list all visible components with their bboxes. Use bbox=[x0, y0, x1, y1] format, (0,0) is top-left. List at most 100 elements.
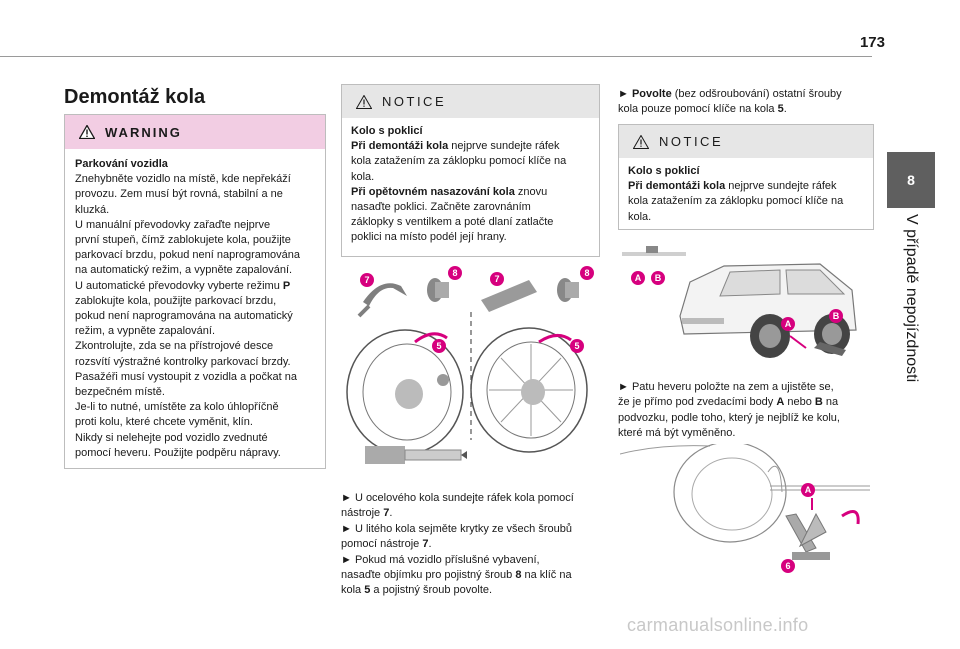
step-bold: Povolte bbox=[631, 88, 672, 100]
wheel-removal-steps: ► U ocelového kola sundejte ráfek kola p… bbox=[341, 491, 603, 599]
step-text: nasaďte objímku pro pojistný šroub bbox=[341, 569, 516, 582]
notice-heading: NOTICE bbox=[382, 94, 447, 109]
marker-b: B bbox=[655, 273, 662, 283]
marker-8: 8 bbox=[452, 268, 457, 278]
step-ref: B bbox=[814, 396, 823, 409]
step-text: (bez odšroubování) ostatní šrouby bbox=[671, 88, 842, 100]
notice-text: nasaďte poklici. Začněte zarovnáním bbox=[351, 201, 531, 214]
notice-box-hubcap: NOTICE Kolo s poklicí Při demontáži kola… bbox=[341, 84, 600, 257]
jack-placement-step: ► Patu heveru položte na zem a ujistěte … bbox=[618, 380, 874, 442]
warning-line: na automatický režim, a vypněte zapalová… bbox=[75, 264, 293, 277]
notice-text: kola. bbox=[351, 170, 375, 183]
notice-text: nejprve sundejte ráfek bbox=[725, 180, 837, 193]
warning-lead: Parkování vozidla bbox=[75, 158, 168, 170]
notice-body: Kolo s poklicí Při demontáži kola nejprv… bbox=[619, 158, 873, 225]
step-text: . bbox=[428, 538, 432, 551]
warning-line: provozu. Zem musí být rovná, stabilní a … bbox=[75, 188, 283, 201]
vehicle-jack-points-illustration: A B A B bbox=[622, 246, 857, 358]
warning-line: bezpečném místě. bbox=[75, 386, 165, 399]
warning-line: U manuální převodovky zařaďte nejprve bbox=[75, 218, 271, 231]
warning-header: WARNING bbox=[65, 115, 325, 149]
step-text: ► U ocelového kola sundejte ráfek kola p… bbox=[341, 492, 574, 504]
warning-line-auto: U automatické převodovky vyberte režimu … bbox=[75, 279, 291, 292]
step-ref: 7 bbox=[383, 507, 390, 520]
step-text: že je přímo pod zvedacími body bbox=[618, 396, 777, 409]
marker-a: A bbox=[635, 273, 642, 283]
notice-text: nejprve sundejte ráfek bbox=[448, 140, 560, 153]
step-ref: 7 bbox=[422, 538, 429, 551]
warning-line: parkovací brzdu, pokud není naprogramová… bbox=[75, 249, 301, 262]
warning-line: kluzká. bbox=[75, 203, 110, 216]
notice-triangle-icon bbox=[356, 94, 372, 109]
warning-line: proti kolu, které chcete vyměnit, klín. bbox=[75, 416, 253, 429]
warning-line: zablokujte kola, použijte parkovací brzd… bbox=[75, 294, 277, 307]
step-text: ► U litého kola sejměte krytky ze všech … bbox=[341, 522, 572, 535]
step-ref: 5 bbox=[364, 584, 371, 597]
step-text: ► Pokud má vozidlo příslušné vybavení, bbox=[341, 553, 540, 566]
step-text: které má být vyměněno. bbox=[618, 427, 736, 440]
notice-header: NOTICE bbox=[619, 125, 873, 158]
chapter-title-text: V případě nepojízdnosti bbox=[903, 214, 920, 383]
marker-a: A bbox=[785, 319, 792, 329]
warning-triangle-icon bbox=[79, 125, 95, 139]
warning-line: Je-li to nutné, umístěte za kolo úhlopří… bbox=[75, 401, 279, 414]
step-text: kola bbox=[341, 584, 365, 597]
chapter-tab[interactable]: 8 bbox=[887, 152, 935, 208]
warning-line: pomocí heveru. Použijte podpěru nápravy. bbox=[75, 446, 281, 459]
step-text: podvozku, podle toho, který je nejblíž k… bbox=[618, 411, 840, 424]
marker-a: A bbox=[805, 485, 812, 495]
marker-7: 7 bbox=[364, 275, 369, 285]
notice-subtitle: Kolo s poklicí bbox=[628, 165, 700, 177]
step-text: a pojistný šroub povolte. bbox=[370, 584, 493, 597]
marker-5: 5 bbox=[574, 341, 579, 351]
notice-text: poklici na místo podél její hrany. bbox=[351, 231, 507, 244]
page-number: 173 bbox=[859, 34, 885, 51]
step-text: nebo bbox=[784, 396, 815, 409]
step-text: pomocí nástroje bbox=[341, 538, 423, 551]
notice-header: NOTICE bbox=[342, 85, 599, 118]
header-rule bbox=[0, 56, 872, 57]
warning-body: Parkování vozidla Znehybněte vozidlo na … bbox=[65, 149, 325, 461]
marker-b: B bbox=[833, 311, 840, 321]
notice-bold: Při demontáži kola bbox=[351, 140, 449, 153]
step-text: na bbox=[822, 396, 839, 409]
notice-body: Kolo s poklicí Při demontáži kola nejprv… bbox=[342, 118, 599, 246]
step-text: nástroje bbox=[341, 507, 384, 520]
section-title: Demontáž kola bbox=[64, 86, 206, 108]
warning-line: Znehybněte vozidlo na místě, kde nepřeká… bbox=[75, 173, 291, 186]
notice-text: záklopky s ventilkem a poté dlaní zatlač… bbox=[351, 216, 554, 229]
warning-heading: WARNING bbox=[105, 124, 182, 140]
marker-6: 6 bbox=[785, 561, 790, 571]
warning-line: režim, a vypněte zapalování. bbox=[75, 325, 216, 338]
jack-under-sill-illustration: A 6 bbox=[620, 444, 870, 573]
step-text: kola pouze pomocí klíče na kola bbox=[618, 103, 778, 116]
warning-line: Nikdy si nelehejte pod vozidlo zvednuté bbox=[75, 431, 268, 444]
notice-text: kola. bbox=[628, 210, 652, 223]
step-text: na klíč na bbox=[521, 569, 572, 582]
step-text: ► bbox=[618, 88, 632, 100]
warning-line: Pasažéři musí vystoupit z vozidla a počk… bbox=[75, 370, 297, 383]
notice-text: znovu bbox=[514, 185, 548, 198]
notice-text: kola zatažením za záklopku pomocí klíče … bbox=[351, 155, 567, 168]
notice-triangle-icon bbox=[633, 134, 649, 149]
notice-box-hubcap-2: NOTICE Kolo s poklicí Při demontáži kola… bbox=[618, 124, 874, 230]
step-text: . bbox=[389, 507, 393, 520]
notice-bold: Při opětovném nasazování kola bbox=[351, 185, 515, 198]
watermark: carmanualsonline.info bbox=[627, 615, 809, 635]
warning-line: pokud není naprogramována na automatický bbox=[75, 310, 293, 323]
warning-line: Zkontrolujte, zda se na přístrojové desc… bbox=[75, 340, 274, 353]
notice-bold: Při demontáži kola bbox=[628, 180, 726, 193]
step-text: ► Patu heveru položte na zem a ujistěte … bbox=[618, 381, 834, 393]
loosen-bolts-step: ► Povolte (bez odšroubování) ostatní šro… bbox=[618, 87, 874, 118]
marker-8: 8 bbox=[584, 268, 589, 278]
step-text: . bbox=[783, 103, 787, 116]
warning-line: první stupeň, čímž zablokujete kola, pou… bbox=[75, 234, 291, 247]
marker-5: 5 bbox=[436, 341, 441, 351]
marker-7: 7 bbox=[494, 274, 499, 284]
notice-subtitle: Kolo s poklicí bbox=[351, 125, 423, 137]
notice-text: kola zatažením za záklopku pomocí klíče … bbox=[628, 195, 844, 208]
warning-box: WARNING Parkování vozidla Znehybněte voz… bbox=[64, 114, 326, 469]
wheel-tools-illustration: 7 8 7 8 5 5 bbox=[346, 266, 594, 464]
warning-line: rozsvítí výstražné kontrolky parkovací b… bbox=[75, 355, 291, 368]
step-ref: 5 bbox=[777, 103, 784, 116]
